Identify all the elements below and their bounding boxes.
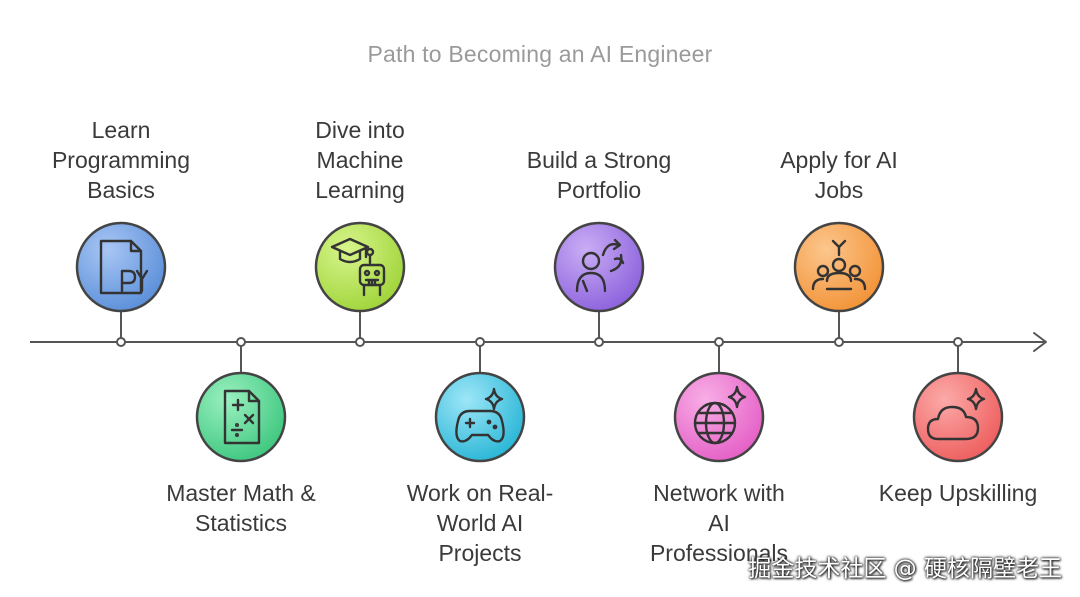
gamepad-sparkle-icon [455, 387, 505, 443]
timeline-dot [475, 337, 485, 347]
timeline-step-2 [195, 337, 287, 463]
step-label: Master Math & Statistics [166, 480, 316, 536]
step-circle [912, 371, 1004, 463]
cloud-sparkle-icon [926, 387, 986, 441]
step-label: Work on Real- World AI Projects [406, 480, 554, 566]
timeline-dot [116, 337, 126, 347]
timeline-step-5 [553, 221, 645, 347]
step-circle [673, 371, 765, 463]
step-circle [75, 221, 167, 313]
step-label: Network with AI Professionals [649, 480, 789, 566]
math-sheet-icon [223, 389, 261, 445]
step-label: Build a Strong Portfolio [526, 147, 672, 203]
timeline-step-1 [75, 221, 167, 347]
person-refresh-icon [575, 238, 625, 293]
diagram-title: Path to Becoming an AI Engineer [367, 41, 713, 67]
graduation-robot-icon [330, 237, 386, 297]
watermark-text: 掘金技术社区 @ 硬核隔壁老王 [748, 556, 1062, 582]
timeline-dot [834, 337, 844, 347]
timeline-step-8 [912, 337, 1004, 463]
python-file-icon [99, 239, 149, 295]
timeline-step-6 [673, 337, 765, 463]
timeline-dot [953, 337, 963, 347]
step-label: Learn Programming Basics [51, 117, 191, 203]
globe-sparkle-icon [693, 385, 747, 445]
timeline-arrowhead [1033, 332, 1047, 352]
timeline-dot [594, 337, 604, 347]
step-circle [195, 371, 287, 463]
timeline-step-7 [793, 221, 885, 347]
step-circle [553, 221, 645, 313]
step-circle [434, 371, 526, 463]
timeline-step-3 [314, 221, 406, 347]
step-circle [793, 221, 885, 313]
team-target-icon [811, 239, 867, 291]
timeline-step-4 [434, 337, 526, 463]
timeline-dot [355, 337, 365, 347]
step-label: Keep Upskilling [878, 480, 1038, 506]
timeline-dot [236, 337, 246, 347]
step-label: Dive into Machine Learning [315, 117, 405, 203]
step-label: Apply for AI Jobs [780, 147, 898, 203]
timeline-dot [714, 337, 724, 347]
